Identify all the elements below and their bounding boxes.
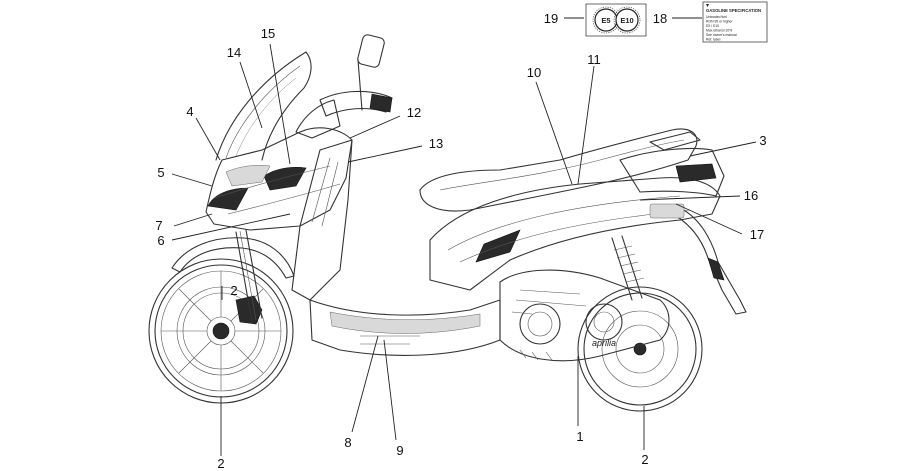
gasoline-spec-line: RON 95 or higher [706, 20, 733, 24]
engine-brand-text: aprilia [592, 338, 616, 348]
engine-swingarm: aprilia [499, 269, 670, 362]
gasoline-spec-line: E5 / E10 [706, 24, 719, 28]
gasoline-spec-line: Ref. label [706, 38, 721, 42]
legshield [291, 139, 353, 301]
tail-section [619, 131, 725, 197]
callout-15: 15 [261, 26, 275, 41]
front-fork [235, 229, 263, 323]
seat [419, 128, 698, 212]
callout-6: 6 [157, 233, 164, 248]
callout-18: 18 [653, 11, 667, 26]
callout-11: 11 [587, 52, 601, 67]
gasoline-spec-title: GASOLINE SPECIFICATION [706, 8, 761, 13]
callout-3: 3 [759, 133, 766, 148]
callout-12: 12 [407, 105, 421, 120]
gasoline-spec-label: GASOLINE SPECIFICATION Unleaded fuel RON… [702, 1, 768, 43]
callout-7: 7 [155, 218, 162, 233]
windscreen [215, 51, 312, 161]
rear-mudguard [675, 207, 747, 315]
floorboard [309, 299, 501, 356]
callout-2-rear: 2 [641, 452, 648, 467]
callout-5: 5 [157, 165, 164, 180]
gasoline-spec-line: See owner's manual [706, 33, 737, 37]
fuel-badge-e5: E5 [601, 16, 610, 25]
callout-17: 17 [750, 227, 764, 242]
front-wheel [148, 258, 294, 404]
side-panel [429, 177, 721, 291]
front-fairing [205, 34, 385, 231]
gasoline-spec-line: Unleaded fuel [706, 15, 727, 19]
callout-2-front: 2 [217, 456, 224, 471]
callout-14: 14 [227, 45, 241, 60]
callout-10: 10 [527, 65, 541, 80]
fuel-badge-e5-e10: E5 E10 [585, 3, 647, 37]
callout-2-front-upper: 2 [230, 283, 237, 298]
callout-9: 9 [396, 443, 403, 458]
callout-19: 19 [544, 11, 558, 26]
rear-shock [611, 235, 645, 301]
callout-4: 4 [186, 104, 193, 119]
gasoline-spec-line: Max ethanol 10% [706, 29, 732, 33]
callout-16: 16 [744, 188, 758, 203]
fuel-badge-e10: E10 [620, 16, 633, 25]
callout-numbers: 19 18 15 14 11 10 4 12 3 13 5 16 7 17 6 … [155, 11, 766, 471]
callout-13: 13 [429, 136, 443, 151]
callout-8: 8 [344, 435, 351, 450]
leader-lines [171, 17, 757, 456]
callout-1: 1 [576, 429, 583, 444]
handlebar [295, 90, 393, 139]
